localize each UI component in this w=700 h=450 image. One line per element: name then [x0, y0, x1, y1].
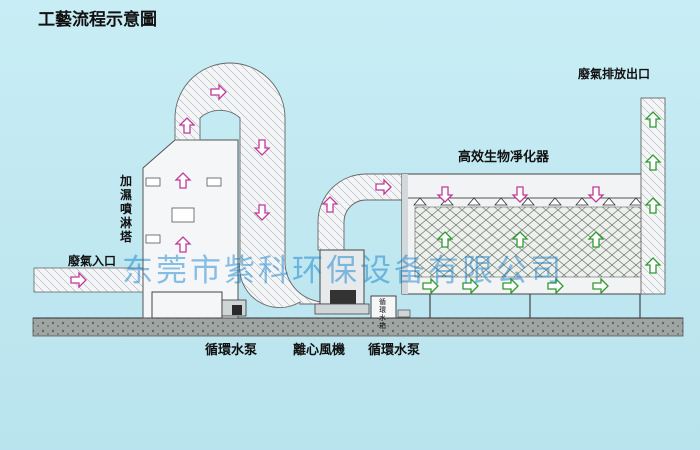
label-bio-purifier: 高效生物凈化器: [458, 150, 550, 165]
watermark: 东莞市紫科环保设备有限公司: [122, 253, 564, 289]
label-exhaust-outlet: 廢氣排放出口: [578, 67, 651, 81]
fan-base: [314, 303, 370, 315]
label-pump-left: 循環水泵: [205, 343, 258, 358]
left-pump-motor: [232, 305, 242, 315]
diagram-title: 工藝流程示意圖: [38, 10, 157, 30]
label-water-tank: 循環水箱: [379, 298, 386, 330]
label-centrifugal-fan: 離心風機: [293, 343, 346, 358]
right-pump: [397, 309, 411, 318]
purifier-left-wall: [402, 174, 408, 294]
label-pump-right: 循環水泵: [368, 343, 421, 358]
label-exhaust-inlet: 廢氣入口: [68, 254, 117, 268]
spray-tower-body: [142, 139, 239, 319]
purifier-legs: [429, 294, 641, 318]
tower-window-4: [145, 234, 161, 244]
spray-nozzles: [413, 197, 643, 206]
fan-duct: [317, 173, 403, 251]
circulating-water-tank: [370, 295, 397, 319]
tower-window-1: [145, 177, 161, 187]
tower-water-tank: [151, 291, 223, 319]
fan-motor: [330, 290, 356, 304]
tower-window-2: [171, 207, 195, 223]
filter-bed: [414, 206, 646, 278]
label-humidify-tower: 加濕噴淋塔: [120, 174, 133, 244]
arc-duct: [174, 62, 326, 309]
tower-window-3: [206, 177, 222, 187]
inlet-duct: [33, 267, 145, 293]
ground-slab: [32, 317, 684, 337]
